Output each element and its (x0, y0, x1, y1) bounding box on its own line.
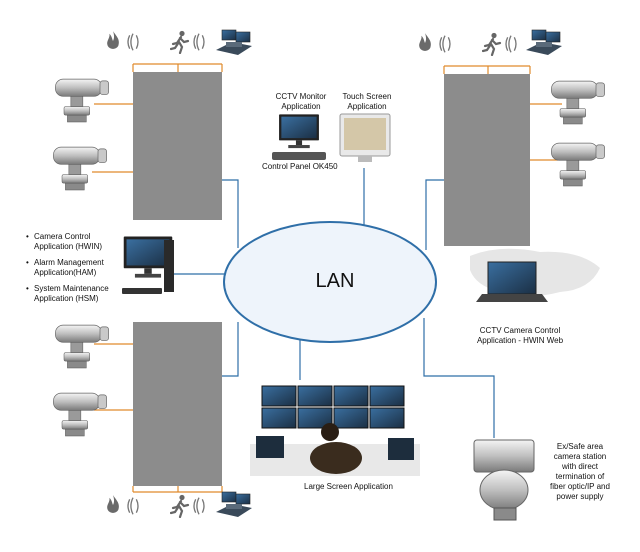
list-item-line1: System Maintenance (34, 284, 109, 293)
cctv-camera-icon (55, 324, 109, 369)
running-person-icon (482, 32, 502, 56)
touch-screen-label: Touch Screen Application (332, 92, 402, 112)
orange-links (92, 63, 562, 493)
lan-ellipse (223, 221, 437, 343)
field-unit-top-left (133, 72, 222, 220)
touch-screen-label-line2: Application (347, 102, 387, 111)
fire-icon (107, 495, 119, 513)
cctv-monitor-label: CCTV Monitor Application (264, 92, 338, 112)
exsafe-label-line: power supply (556, 492, 604, 501)
large-screen-wall (250, 385, 420, 476)
exsafe-camera-station (473, 439, 535, 521)
cctv-monitor-label-line1: CCTV Monitor (275, 92, 327, 101)
management-apps-list: Camera Control Application (HWIN) Alarm … (26, 232, 146, 310)
fire-icon (419, 33, 431, 51)
cctv-camera-icon (53, 146, 107, 191)
cctv-monitor-workstation (272, 114, 326, 160)
sensor-row-top-right (419, 29, 563, 56)
cctv-camera-icon (55, 78, 109, 123)
exsafe-label-line: termination of (555, 472, 605, 481)
hwin-web-label-line1: CCTV Camera Control (479, 326, 561, 335)
touch-screen-workstation (339, 113, 391, 162)
exsafe-label-line: camera station (553, 452, 607, 461)
large-screen-label: Large Screen Application (304, 482, 393, 491)
cctv-camera-icon (551, 142, 605, 187)
touch-screen-label-line1: Touch Screen (342, 92, 392, 101)
list-item-line2: Application(HAM) (34, 268, 97, 277)
hwin-web-laptop (470, 248, 600, 302)
exsafe-label-line: fiber optic/IP and (550, 482, 610, 491)
running-person-icon (170, 30, 190, 54)
exsafe-label-line: Ex/Safe area (556, 442, 604, 451)
sensor-row-top-left (107, 29, 253, 56)
control-panel-label: Control Panel OK450 (262, 162, 338, 171)
list-item: System Maintenance Application (HSM) (26, 284, 146, 304)
running-person-icon (170, 494, 190, 518)
list-item-line1: Alarm Management (34, 258, 104, 267)
control-desk-icon (215, 29, 253, 56)
hwin-web-label: CCTV Camera Control Application - HWIN W… (470, 326, 570, 346)
list-item: Camera Control Application (HWIN) (26, 232, 146, 252)
wiring (92, 63, 562, 493)
cctv-camera-icon (53, 392, 107, 437)
operator-icon (310, 442, 362, 474)
fire-icon (107, 31, 119, 49)
cctv-camera-icon (551, 80, 605, 125)
lan-label: LAN (315, 270, 355, 292)
wireless-icon (127, 496, 139, 516)
computer-monitor-icon (279, 114, 319, 149)
wireless-icon (193, 32, 205, 52)
exsafe-station-label: Ex/Safe area camera station with direct … (538, 442, 622, 502)
field-unit-top-right (444, 74, 530, 246)
list-item-line2: Application (HWIN) (34, 242, 103, 251)
list-item: Alarm Management Application(HAM) (26, 258, 146, 278)
sensor-row-bottom-left (107, 491, 253, 518)
field-units (133, 72, 530, 486)
keyboard-icon (272, 152, 326, 160)
wireless-icon (505, 34, 517, 54)
control-desk-icon (525, 29, 563, 56)
field-unit-bottom-left (133, 322, 222, 486)
list-item-line2: Application (HSM) (34, 294, 99, 303)
wireless-icon (193, 496, 205, 516)
list-item-line1: Camera Control (34, 232, 91, 241)
hwin-web-label-line2: Application - HWIN Web (476, 336, 564, 345)
control-desk-icon (215, 491, 253, 518)
cctv-monitor-label-line2: Application (281, 102, 321, 111)
laptop-icon (487, 261, 537, 295)
wireless-icon (439, 34, 451, 54)
cctv-camera-icon (473, 439, 535, 473)
wireless-icon (127, 32, 139, 52)
exsafe-label-line: with direct (561, 462, 598, 471)
